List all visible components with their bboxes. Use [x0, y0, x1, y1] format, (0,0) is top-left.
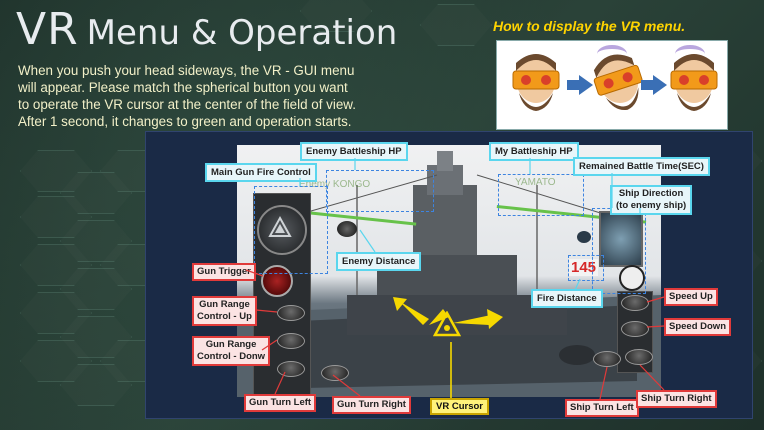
head-tilt-icon	[597, 45, 627, 63]
callout-main-gun: Main Gun Fire Control	[205, 163, 317, 182]
head-tilt-icon	[675, 45, 705, 63]
face-icon	[670, 54, 718, 111]
ship-direction-line: (to enemy ship)	[616, 200, 687, 211]
title-vr: VR	[16, 4, 79, 55]
ship-turn-right-button[interactable]	[625, 349, 653, 365]
callout-ship-direction: Ship Direction (to enemy ship)	[610, 185, 693, 215]
callout-remaining-time: Remained Battle Time(SEC)	[573, 157, 710, 176]
ship-direction-highlight	[592, 208, 646, 294]
arrow-right-icon	[641, 75, 667, 95]
battleship-illustration	[237, 151, 661, 397]
callout-gun-turn-right: Gun Turn Right	[332, 396, 411, 414]
gun-range-down-line: Gun Range	[205, 339, 257, 350]
vr-cursor-arrows	[393, 297, 503, 329]
speed-up-button[interactable]	[621, 295, 649, 311]
howto-illustration	[496, 40, 728, 130]
ship-turn-left-button[interactable]	[593, 351, 621, 367]
enemy-hp-label: Enemy KONGO	[299, 179, 371, 190]
my-hp-label: YAMATO	[515, 177, 556, 188]
ship-direction-panel	[599, 211, 643, 267]
instruction-line: to operate the VR cursor at the center o…	[18, 97, 356, 112]
gun-range-down-button[interactable]	[277, 333, 305, 349]
callout-gun-range-down: Gun Range Control - Donw	[192, 336, 271, 366]
callout-enemy-distance: Enemy Distance	[336, 252, 422, 271]
howto-title: How to display the VR menu.	[493, 18, 686, 34]
callout-speed-up: Speed Up	[664, 288, 718, 306]
gun-range-up-line: Gun Range	[199, 299, 250, 310]
my-hp-highlight	[498, 174, 584, 216]
enemy-hp-highlight	[326, 170, 434, 212]
enemy-distance-indicator	[337, 221, 357, 237]
fire-distance-value: 145	[569, 259, 599, 276]
instruction-line: When you push your head sideways, the VR…	[18, 63, 355, 78]
callout-enemy-hp: Enemy Battleship HP	[300, 142, 408, 161]
callout-speed-down: Speed Down	[664, 318, 732, 336]
compass-icon	[619, 265, 645, 291]
arrow-right-icon	[567, 75, 593, 95]
callout-my-hp: My Battleship HP	[489, 142, 579, 161]
gun-turn-right-button[interactable]	[321, 365, 349, 381]
fire-distance-highlight	[568, 255, 604, 281]
main-gun-highlight	[254, 186, 328, 274]
game-view: Enemy KONGO YAMATO 145	[237, 145, 661, 397]
callout-fire-distance: Fire Distance	[531, 289, 603, 308]
callout-vr-cursor: VR Cursor	[430, 398, 489, 415]
instructions-text: When you push your head sideways, the VR…	[18, 62, 478, 130]
gun-trigger-button[interactable]	[261, 265, 293, 297]
callout-ship-turn-right: Ship Turn Right	[636, 390, 717, 408]
callout-gun-turn-left: Gun Turn Left	[244, 394, 317, 412]
callout-gun-trigger: Gun Trigger	[192, 263, 256, 281]
remaining-time-indicator	[577, 231, 591, 243]
vr-cursor-icon[interactable]	[433, 311, 461, 337]
instruction-line: After 1 second, it changes to green and …	[18, 114, 352, 129]
callout-ship-turn-left: Ship Turn Left	[565, 399, 639, 417]
instruction-line: will appear. Please match the spherical …	[18, 80, 348, 95]
gun-range-up-button[interactable]	[277, 305, 305, 321]
gun-range-down-line: Control - Donw	[197, 351, 266, 362]
speed-down-button[interactable]	[621, 321, 649, 337]
gun-turn-left-button[interactable]	[277, 361, 305, 377]
gun-range-up-line: Control - Up	[197, 311, 252, 322]
face-tilted-icon	[593, 54, 643, 111]
callout-gun-range-up: Gun Range Control - Up	[192, 296, 257, 326]
ship-direction-line: Ship Direction	[618, 188, 684, 199]
face-icon	[512, 54, 560, 111]
title-rest: Menu & Operation	[86, 13, 398, 53]
fire-control-icon	[268, 215, 292, 237]
